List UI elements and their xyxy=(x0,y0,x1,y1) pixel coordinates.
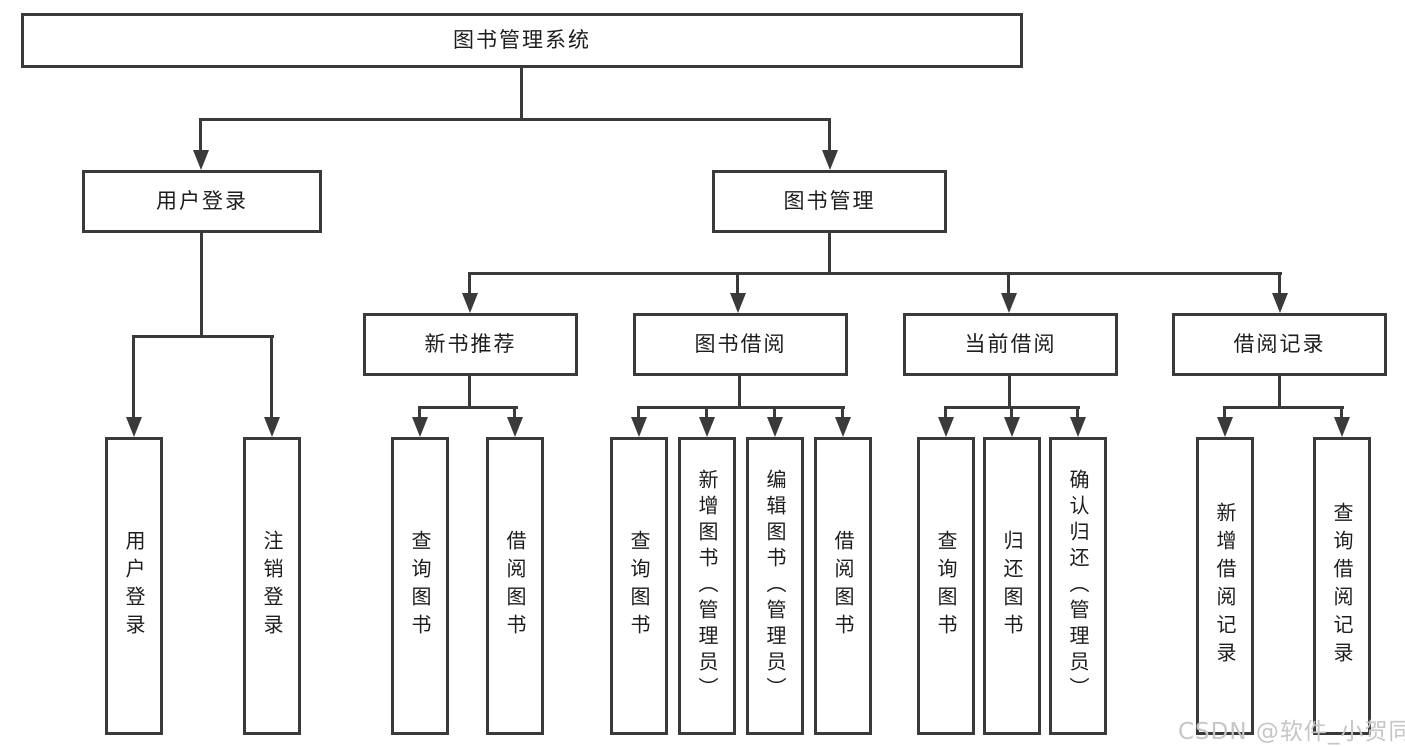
connector-newrec-stem xyxy=(468,375,471,409)
connector-stub xyxy=(513,406,516,420)
arrow-down-icon xyxy=(835,417,851,437)
connector-stub-user-login xyxy=(199,118,202,152)
connector-stub-borrow-records xyxy=(1278,272,1281,295)
connector-stub xyxy=(1076,406,1079,420)
arrow-down-icon xyxy=(1217,417,1233,437)
connector-stub xyxy=(944,406,947,420)
arrow-down-icon xyxy=(507,417,523,437)
connector-newrec-hline xyxy=(418,406,518,409)
leaf-current-return-books: 归还图书 xyxy=(983,437,1041,735)
csdn-watermark: CSDN @软件_小贺同学 xyxy=(1178,719,1405,745)
arrow-down-icon xyxy=(264,417,280,437)
leaf-records-query-borrow-record: 查询借阅记录 xyxy=(1313,437,1371,735)
connector-borrowing-stem xyxy=(738,375,741,409)
arrow-down-icon xyxy=(730,293,746,313)
connector-stub xyxy=(418,406,421,420)
connector-root-stem xyxy=(520,68,523,119)
node-borrowing-records: 借阅记录 xyxy=(1172,313,1387,376)
arrow-down-icon xyxy=(1001,293,1017,313)
arrow-down-icon xyxy=(767,417,783,437)
arrow-down-icon xyxy=(822,150,838,170)
arrow-down-icon xyxy=(1004,417,1020,437)
node-current-borrowing: 当前借阅 xyxy=(903,313,1118,376)
connector-records-hline xyxy=(1223,406,1344,409)
leaf-borrowing-query-books: 查询图书 xyxy=(610,437,668,735)
arrow-down-icon xyxy=(193,150,209,170)
connector-stub xyxy=(841,406,844,420)
node-book-management-branch: 图书管理 xyxy=(712,170,947,233)
connector-stub-book-borrow xyxy=(736,272,739,295)
leaf-user-login: 用户登录 xyxy=(105,437,163,735)
connector-stub xyxy=(773,406,776,420)
connector-stub xyxy=(1223,406,1226,420)
connector-stub-leaf-logout xyxy=(270,335,273,421)
node-book-borrowing: 图书借阅 xyxy=(633,313,848,376)
arrow-down-icon xyxy=(699,417,715,437)
leaf-current-query-books: 查询图书 xyxy=(917,437,975,735)
connector-level3-hline xyxy=(468,272,1282,275)
leaf-borrowing-borrow-books: 借阅图书 xyxy=(814,437,872,735)
connector-stub xyxy=(1340,406,1343,420)
connector-stub xyxy=(637,406,640,420)
connector-stub xyxy=(1010,406,1013,420)
arrow-down-icon xyxy=(1272,293,1288,313)
node-library-management-system: 图书管理系统 xyxy=(21,13,1023,68)
node-new-book-recommendation: 新书推荐 xyxy=(363,313,578,376)
connector-stub-leaf-login xyxy=(132,335,135,421)
leaf-newrec-borrow-books: 借阅图书 xyxy=(486,437,544,735)
leaf-borrowing-add-books-admin: 新增图书（管理员） xyxy=(678,437,736,735)
connector-stub xyxy=(705,406,708,420)
arrow-down-icon xyxy=(938,417,954,437)
connector-current-stem xyxy=(1008,375,1011,409)
connector-stub-current-borrow xyxy=(1007,272,1010,295)
arrow-down-icon xyxy=(412,417,428,437)
arrow-down-icon xyxy=(631,417,647,437)
leaf-borrowing-edit-books-admin: 编辑图书（管理员） xyxy=(746,437,804,735)
leaf-logout: 注销登录 xyxy=(243,437,301,735)
leaf-newrec-query-books: 查询图书 xyxy=(391,437,449,735)
leaf-current-confirm-return-admin: 确认归还（管理员） xyxy=(1049,437,1107,735)
connector-records-stem xyxy=(1278,375,1281,409)
connector-user-login-hline xyxy=(132,335,274,338)
arrow-down-icon xyxy=(462,293,478,313)
node-user-login-branch: 用户登录 xyxy=(82,170,322,233)
connector-user-login-stem xyxy=(200,233,203,338)
arrow-down-icon xyxy=(1334,417,1350,437)
arrow-down-icon xyxy=(126,417,142,437)
leaf-records-add-borrow-record: 新增借阅记录 xyxy=(1196,437,1254,735)
connector-borrowing-hline xyxy=(637,406,845,409)
connector-stub-book-mgmt xyxy=(828,118,831,152)
connector-stub-new-book-rec xyxy=(468,272,471,295)
connector-level2-hline xyxy=(199,118,831,121)
connector-book-mgmt-stem xyxy=(828,233,831,275)
arrow-down-icon xyxy=(1070,417,1086,437)
